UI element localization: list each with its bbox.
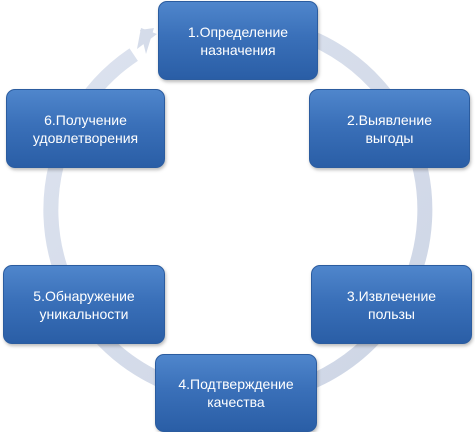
step-6-box: 6.Получение удовлетворения [6,89,165,168]
step-6-label: 6.Получение удовлетворения [32,111,139,146]
step-5-label: 5.Обнаружение уникальности [33,287,135,322]
step-5-box: 5.Обнаружение уникальности [3,265,165,344]
cycle-arrow-tip [137,28,157,49]
step-3-box: 3.Извлечение пользы [311,265,472,344]
step-4-label: 4.Подтверждение качества [178,376,294,410]
cycle-ring-arc [43,15,433,405]
step-4-box: 4.Подтверждение качества [155,354,317,432]
step-1-box: 1.Определение назначения [158,1,318,80]
step-1-label: 1.Определение назначения [187,23,289,58]
step-2-box: 2.Выявление выгоды [309,89,470,168]
step-2-label: 2.Выявление выгоды [346,111,433,146]
step-3-label: 3.Извлечение пользы [346,287,437,322]
